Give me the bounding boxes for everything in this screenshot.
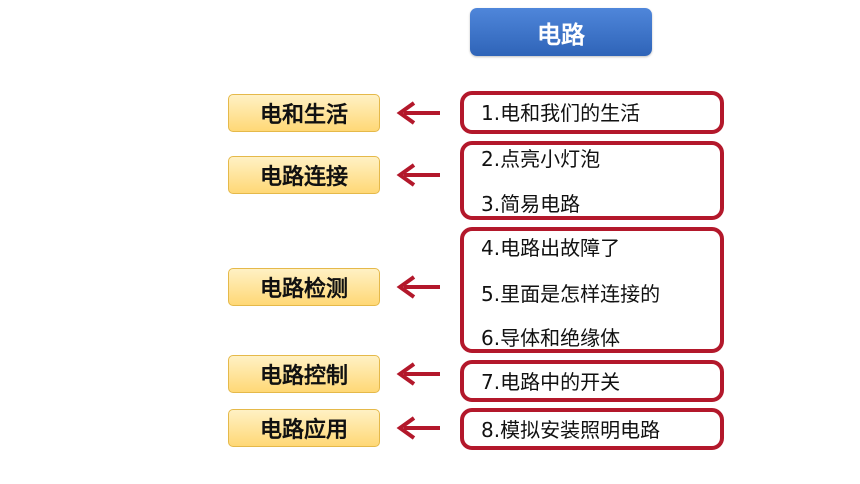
category-label: 电路连接 bbox=[259, 165, 348, 190]
left-arrow-icon bbox=[396, 416, 440, 440]
lesson-item: 1.电和我们的生活 bbox=[481, 101, 641, 125]
lesson-group-1 bbox=[460, 91, 724, 134]
lesson-item: 6.导体和绝缘体 bbox=[481, 326, 621, 350]
category-circuit-application: 电路应用 bbox=[228, 409, 380, 447]
left-arrow-icon bbox=[396, 101, 440, 125]
lesson-item: 2.点亮小灯泡 bbox=[481, 147, 601, 171]
category-circuit-detection: 电路检测 bbox=[228, 268, 380, 306]
left-arrow-icon bbox=[396, 163, 440, 187]
lesson-group-3 bbox=[460, 227, 724, 353]
lesson-group-4 bbox=[460, 360, 724, 402]
lesson-item: 8.模拟安装照明电路 bbox=[481, 418, 661, 442]
left-arrow-icon bbox=[396, 362, 440, 386]
category-label: 电路检测 bbox=[259, 277, 348, 302]
category-circuit-connection: 电路连接 bbox=[228, 156, 380, 194]
lesson-item: 5.里面是怎样连接的 bbox=[481, 282, 661, 306]
lesson-item: 7.电路中的开关 bbox=[481, 370, 621, 394]
category-circuit-control: 电路控制 bbox=[228, 355, 380, 393]
left-arrow-icon bbox=[396, 275, 440, 299]
lesson-item: 3.简易电路 bbox=[481, 192, 581, 216]
category-label: 电和生活 bbox=[259, 103, 348, 128]
category-label: 电路控制 bbox=[259, 364, 348, 389]
category-label: 电路应用 bbox=[259, 418, 348, 443]
lesson-group-2 bbox=[460, 141, 724, 220]
lesson-group-5 bbox=[460, 408, 724, 450]
title-text: 电路 bbox=[537, 20, 585, 49]
category-electricity-life: 电和生活 bbox=[228, 94, 380, 132]
title-box: 电路 bbox=[470, 8, 652, 56]
lesson-item: 4.电路出故障了 bbox=[481, 236, 621, 260]
